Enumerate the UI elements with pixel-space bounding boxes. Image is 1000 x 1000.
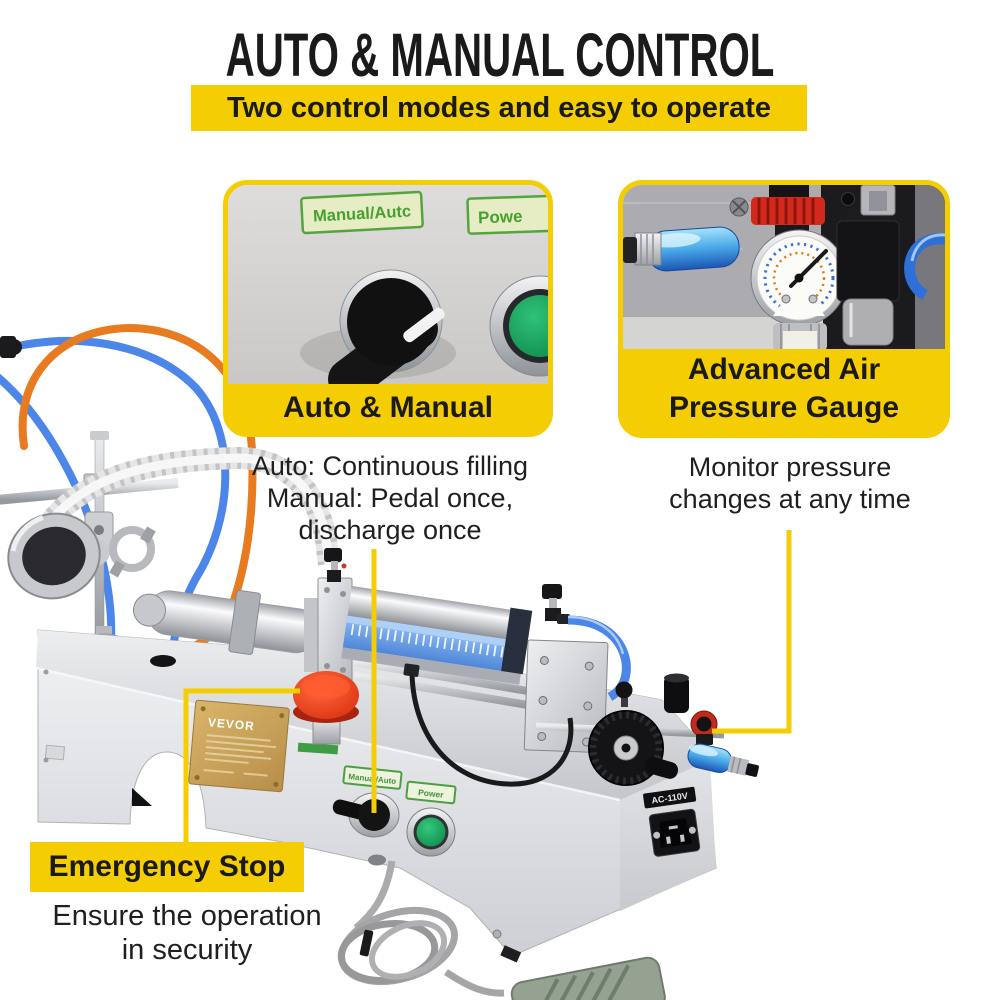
pressure-regulator — [690, 710, 718, 745]
hand-wheel — [588, 710, 679, 786]
desc-line: in security — [121, 934, 253, 966]
power-socket: AC-110V — [643, 786, 701, 857]
power-label: Power — [405, 780, 457, 805]
power-button-large — [489, 275, 548, 377]
caption-line: Advanced Air — [687, 353, 881, 386]
selector-knob — [332, 792, 400, 838]
suction-hose — [26, 446, 340, 566]
emergency-description: Ensure the operation in security — [20, 899, 354, 967]
panel-hole — [368, 854, 386, 866]
screw-icon — [729, 197, 749, 217]
emergency-stop-label: Emergency Stop — [30, 842, 304, 892]
top-valve-core — [869, 191, 887, 211]
knob-photo: Manual/Autc Powe — [228, 185, 548, 384]
desc-line: changes at any time — [669, 484, 911, 514]
stroke-adjuster — [535, 673, 759, 786]
cylinder-barrel — [341, 586, 533, 685]
inset-caption: Auto & Manual — [228, 384, 548, 432]
pressure-gauge-face — [750, 229, 848, 327]
desc-line: Ensure the operation — [52, 900, 322, 932]
air-tube — [904, 233, 945, 300]
emergency-stop-text: Emergency Stop — [48, 850, 286, 883]
svg-text:Power: Power — [418, 787, 445, 800]
callout-lines — [183, 530, 792, 843]
desc-line: Auto: Continuous filling — [251, 451, 529, 481]
gauge-photo — [623, 185, 945, 351]
filter-unit — [836, 209, 900, 346]
water-trap-bowl — [773, 323, 827, 351]
svg-text:Manual/Autc: Manual/Autc — [313, 202, 412, 225]
signal-cable — [403, 663, 574, 787]
air-valve-left — [324, 548, 347, 582]
inset-auto-manual: Manual/Autc Powe Auto & Manual — [223, 180, 553, 437]
foot-pedal — [510, 956, 666, 1000]
subtitle-bar: Two control modes and easy to operate — [191, 85, 807, 131]
tube-grommet — [150, 655, 176, 667]
power-button-label: Powe — [466, 194, 548, 235]
inset-caption: Advanced Air Pressure Gauge — [623, 349, 945, 433]
desc-line: Manual: Pedal once, — [266, 483, 514, 513]
brand-text: VEVOR — [207, 715, 255, 733]
callout-line-emergency — [183, 688, 300, 843]
coupler-fitting — [623, 232, 662, 266]
selector-label: Manual/Autc — [300, 190, 424, 235]
callout-line-gauge — [712, 530, 792, 734]
front-cylinder — [132, 589, 319, 655]
lock-knob — [615, 681, 633, 699]
svg-text:Powe: Powe — [478, 207, 523, 228]
air-inlet-pipe — [664, 676, 689, 713]
power-button — [406, 807, 456, 857]
page-title: AUTO & MANUAL CONTROL — [225, 21, 775, 89]
emergency-stop-button — [293, 671, 359, 755]
desc-line: discharge once — [298, 515, 482, 545]
selector-knob-large — [328, 269, 445, 384]
nozzle-horn — [7, 512, 101, 600]
blue-coupler — [646, 226, 740, 272]
air-valve-right — [542, 584, 570, 624]
caption-line: Pressure Gauge — [668, 391, 900, 424]
auto-manual-description: Auto: Continuous filling Manual: Pedal o… — [225, 450, 555, 546]
vevor-nameplate: VEVOR — [188, 699, 290, 793]
power-cord-coil — [337, 860, 505, 997]
inset-air-gauge: Advanced Air Pressure Gauge — [618, 180, 950, 438]
air-quick-coupler — [687, 743, 759, 777]
gauge-description: Monitor pressure changes at any time — [630, 451, 950, 515]
subtitle-text: Two control modes and easy to operate — [226, 91, 772, 124]
desc-line: Monitor pressure — [688, 452, 892, 482]
